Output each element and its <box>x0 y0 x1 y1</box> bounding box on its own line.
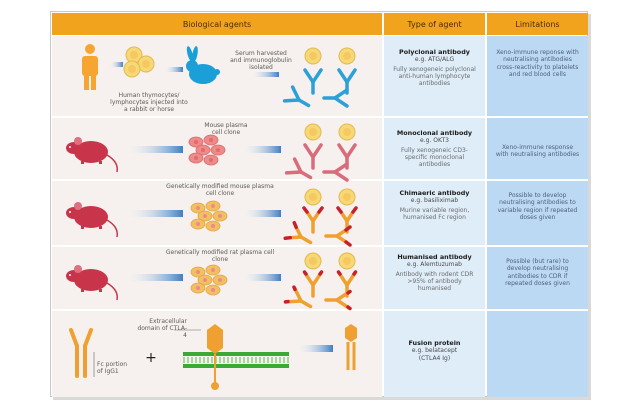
limitation-humanised: Possible (but rare) to develop neutralis… <box>505 258 570 287</box>
label-serum-harvested: Serum harvested and immunoglobulin isola… <box>230 50 292 72</box>
cell-cluster-icon <box>123 46 155 78</box>
type-description: Antibody with rodent CDR >95% of antibod… <box>395 270 474 293</box>
mouse-icon <box>65 201 119 238</box>
type-cell-fusion: Fusion protein e.g. belatacept (CTLA4 Ig… <box>384 339 485 362</box>
label-fc-portion: Fc portion of IgG1 <box>97 361 128 376</box>
mouse-icon <box>65 136 119 173</box>
antibody-icon <box>283 252 358 316</box>
header-type-of-agent: Type of agent <box>384 13 485 35</box>
type-description: Fully xenogeneic CD3-specific monoclonal… <box>401 146 468 169</box>
cell-cluster-icon <box>190 200 228 232</box>
type-example-secondary: (CTLA4 Ig) <box>418 354 451 362</box>
antibody-icon <box>345 324 357 370</box>
type-title: Polyclonal antibody <box>399 48 470 56</box>
antibody-icon <box>284 123 357 187</box>
arrow-icon <box>295 345 333 352</box>
type-cell-monoclonal: Monoclonal antibody e.g. OKT3 Fully xeno… <box>384 129 485 169</box>
limitation-monoclonal: Xeno-immune response with neutralising a… <box>495 144 580 159</box>
arrow-icon <box>123 146 183 153</box>
arrow-icon <box>109 62 123 67</box>
type-example: e.g. basiliximab <box>410 197 459 205</box>
plus-sign: + <box>145 350 157 366</box>
rabbit-icon <box>186 46 220 84</box>
limitation-chimaeric: Possible to develop neutralising antibod… <box>497 192 578 221</box>
arrow-icon <box>163 67 183 72</box>
figure-table: Biological agents Type of agent Limitati… <box>50 11 588 397</box>
antibody-icon <box>282 47 357 115</box>
illustrations <box>65 44 358 390</box>
type-column-bg <box>384 36 485 397</box>
header-limitations: Limitations <box>487 13 588 35</box>
header-biological-agents: Biological agents <box>52 13 382 35</box>
label-gm-rat-plasma: Genetically modified rat plasma cell clo… <box>165 249 275 264</box>
type-cell-polyclonal: Polyclonal antibody e.g. ATG/ALG Fully x… <box>384 48 485 88</box>
cell-membrane-icon <box>183 324 289 390</box>
limitation-polyclonal: Xeno-immune reponse with neutralising an… <box>496 49 579 78</box>
type-example: e.g. belatacept <box>411 347 458 355</box>
mouse-icon <box>65 264 119 301</box>
type-example: e.g. ATG/ALG <box>414 56 455 64</box>
label-ctla4-domain: Extracellular domain of CTLA-4 <box>137 318 187 340</box>
label-human-lymphocytes: Human thymocytes/ lymphocytes injected i… <box>110 92 188 114</box>
antibody-icon <box>69 328 93 378</box>
type-example: e.g. OKT3 <box>420 137 449 145</box>
type-title: Chimaeric antibody <box>399 189 470 197</box>
limitations-column-bg <box>487 36 588 397</box>
antibody-icon <box>283 188 358 253</box>
cell-cluster-icon <box>190 264 228 296</box>
arrow-icon <box>241 210 281 217</box>
arrow-icon <box>123 274 183 281</box>
type-title: Fusion protein <box>408 339 461 347</box>
label-gm-mouse-plasma: Genetically modified mouse plasma cell c… <box>166 183 274 198</box>
arrow-icon <box>241 274 281 281</box>
arrow-icon <box>241 146 281 153</box>
human-figure-icon <box>82 44 98 90</box>
row-divider <box>52 245 588 247</box>
row-divider <box>52 179 588 181</box>
label-mouse-plasma-cell: Mouse plasma cell clone <box>204 122 248 137</box>
type-title: Humanised antibody <box>397 253 472 261</box>
arrow-icon <box>249 72 279 77</box>
row-divider <box>52 309 588 311</box>
row-divider <box>52 116 588 118</box>
type-description: Fully xenogeneic polyclonal anti-human l… <box>393 65 476 88</box>
type-description: Murine variable region, humanised Fc reg… <box>399 206 470 221</box>
type-cell-chimaeric: Chimaeric antibody e.g. basiliximab Muri… <box>384 189 485 221</box>
type-cell-humanised: Humanised antibody e.g. Alemtuzumab Anti… <box>384 253 485 293</box>
arrow-icon <box>123 210 183 217</box>
cell-cluster-icon <box>188 134 226 166</box>
type-example: e.g. Alemtuzumab <box>407 261 462 269</box>
type-title: Monoclonal antibody <box>396 129 473 137</box>
